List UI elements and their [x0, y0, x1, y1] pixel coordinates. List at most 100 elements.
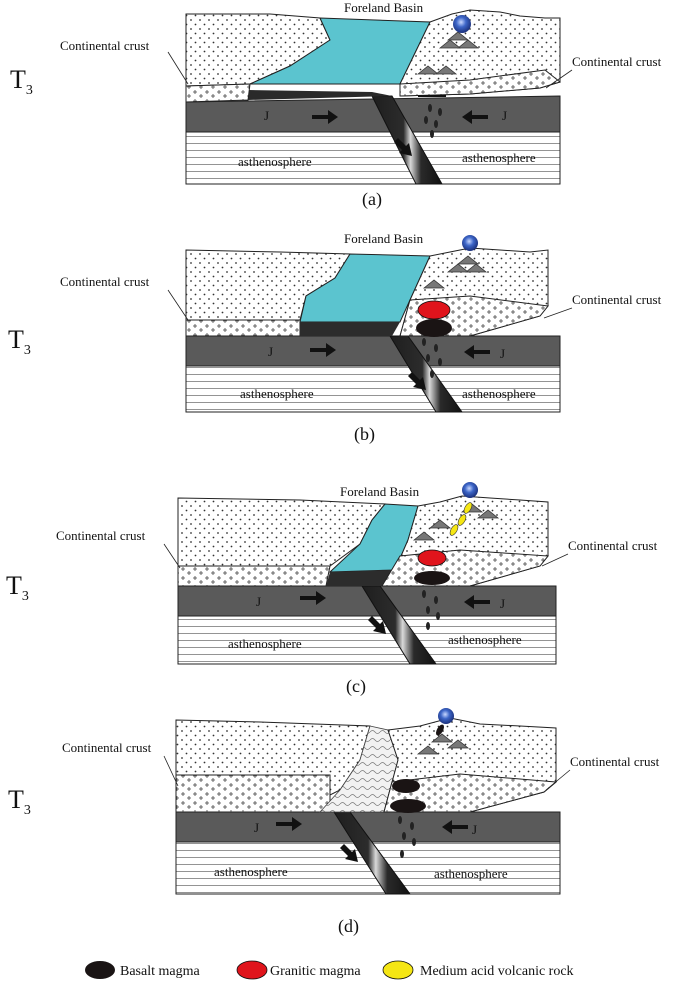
continental-crust-label-left: Continental crust [56, 528, 146, 543]
plate-label-left: J [254, 820, 259, 835]
plate-motion-arrow-right [300, 591, 326, 605]
eruption-cloud-icon [438, 708, 454, 724]
asthenosphere-label-left: asthenosphere [238, 154, 312, 169]
leader-line-left [167, 51, 189, 85]
basalt-droplets [424, 104, 442, 138]
legend-label: Granitic magma [270, 964, 361, 979]
asthenosphere-label-left: asthenosphere [240, 386, 314, 401]
leader-line-left [163, 755, 179, 787]
foreland-basin-label: Foreland Basin [344, 231, 424, 246]
leader-line-right [545, 69, 573, 89]
basalt-magma-chamber-upper [392, 779, 420, 793]
legend-item-acid-volcanic: Medium acid volcanic rock [382, 960, 574, 980]
asthenosphere-label-left: asthenosphere [214, 864, 288, 879]
basalt-droplets [422, 338, 442, 378]
eruption-cloud-icon [462, 482, 478, 498]
volcano-icon [416, 31, 480, 75]
continental-crust-label-left: Continental crust [60, 38, 150, 53]
basalt-magma-chamber [414, 571, 450, 585]
plate-motion-arrow-right [276, 817, 302, 831]
panel-b: T3 Foreland Basin Continental crust Cont… [8, 231, 662, 445]
plate-label-right: J [472, 822, 477, 837]
asthenosphere-label-right: asthenosphere [462, 150, 536, 165]
asthenosphere-label-left: asthenosphere [228, 636, 302, 651]
panel-d: T3 Continental crust Continental crust J… [8, 708, 660, 937]
panel-caption: (b) [354, 424, 375, 445]
plate-label-right: J [500, 346, 505, 361]
plate-motion-arrow-left [462, 110, 488, 124]
volcano-icon [416, 733, 470, 755]
plate-label-left: J [268, 344, 273, 359]
eruption-cloud-icon [462, 235, 478, 251]
plate-interface [248, 90, 392, 100]
legend: Basalt magma Granitic magma Medium acid … [85, 960, 574, 980]
leader-line-right [543, 307, 573, 319]
acid-volcanic-rock [449, 502, 473, 536]
volcano-icon [422, 255, 488, 289]
panel-caption: (d) [338, 916, 359, 937]
period-label: T3 [10, 65, 33, 98]
plate-motion-arrow-right [310, 343, 336, 357]
granitic-magma-chamber [417, 300, 451, 320]
panel-c: T3 Foreland Basin Continental crust Cont… [6, 482, 658, 697]
basalt-droplets [398, 816, 416, 858]
plate-motion-arrow-left [442, 820, 468, 834]
granitic-swatch [236, 960, 268, 980]
continental-crust-label-right: Continental crust [570, 754, 660, 769]
period-label: T3 [8, 325, 31, 358]
basalt-swatch [85, 961, 115, 979]
continental-crust-label-right: Continental crust [572, 292, 662, 307]
basalt-droplets [422, 590, 440, 630]
asthenosphere-layer [185, 131, 561, 185]
leader-line-left [163, 543, 181, 569]
left-lower-crust [175, 774, 331, 813]
panel-caption: (c) [346, 676, 366, 697]
asthenosphere-layer [177, 615, 557, 665]
continental-crust-label-right: Continental crust [572, 54, 662, 69]
legend-label: Medium acid volcanic rock [420, 964, 574, 979]
period-label: T3 [8, 785, 31, 818]
plate-label-right: J [500, 596, 505, 611]
slab-motion-arrow [394, 138, 412, 156]
oceanic-plate [185, 95, 561, 133]
granitic-magma-chamber [417, 549, 447, 567]
acid-volcanic-swatch [382, 960, 414, 980]
slab-motion-arrow [340, 844, 358, 862]
left-lower-crust [185, 83, 251, 103]
continental-crust-label-left: Continental crust [60, 274, 150, 289]
panel-a: T3 Foreland Basin Continental crust Cont… [10, 0, 662, 210]
plate-label-right: J [502, 108, 507, 123]
right-lower-crust [381, 549, 549, 587]
foreland-basin-floor [326, 570, 395, 586]
asthenosphere-label-right: asthenosphere [434, 866, 508, 881]
foreland-basin-floor [300, 322, 400, 336]
legend-item-basalt: Basalt magma [85, 961, 200, 979]
legend-item-granitic: Granitic magma [236, 960, 361, 980]
plate-label-left: J [256, 594, 261, 609]
leader-line-right [545, 769, 571, 791]
slab-motion-arrow [408, 372, 426, 390]
left-lower-crust [185, 319, 301, 337]
continental-crust-label-right: Continental crust [568, 538, 658, 553]
left-lower-crust [177, 565, 331, 587]
foreland-basin-label: Foreland Basin [344, 0, 424, 15]
period-label: T3 [6, 571, 29, 604]
slab-motion-arrow [368, 616, 386, 634]
continental-crust-label-left: Continental crust [62, 740, 152, 755]
plate-label-left: J [264, 108, 269, 123]
panel-caption: (a) [362, 189, 382, 210]
asthenosphere-label-right: asthenosphere [462, 386, 536, 401]
plate-motion-arrow-right [312, 110, 338, 124]
plate-motion-arrow-left [464, 595, 490, 609]
volcano-icon [412, 503, 500, 541]
right-lower-crust [383, 773, 558, 813]
foreland-basin-label: Foreland Basin [340, 484, 420, 499]
basalt-dike [436, 724, 444, 736]
asthenosphere-label-right: asthenosphere [448, 632, 522, 647]
basalt-magma-chamber [416, 319, 452, 337]
plate-motion-arrow-left [464, 345, 490, 359]
legend-label: Basalt magma [120, 964, 200, 979]
basalt-magma-chamber [390, 799, 426, 813]
leader-line-left [167, 289, 189, 321]
